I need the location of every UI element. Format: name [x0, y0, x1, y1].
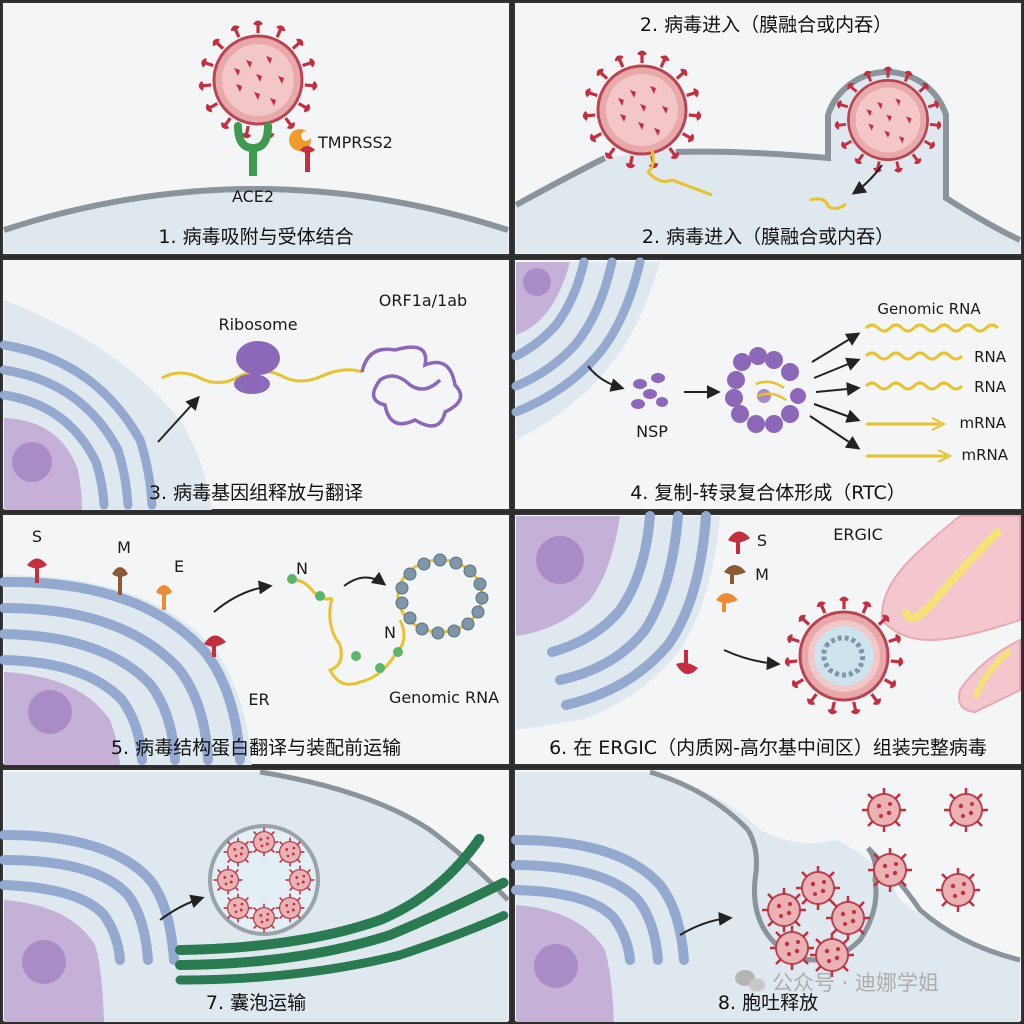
nucleus-icon [4, 900, 104, 1022]
released-rna-2 [809, 197, 847, 211]
watermark: 公众号 · 迪娜学姐 [772, 971, 939, 995]
tmprss2-protease-icon [289, 128, 315, 172]
released-rna-1 [645, 149, 713, 197]
rna-label-1: RNA [974, 348, 1007, 366]
nucleus-icon [4, 672, 120, 765]
nsp-arrow-1 [587, 365, 625, 392]
ace2-receptor-icon [234, 122, 272, 176]
budding-virion-icon [784, 597, 903, 716]
nucleus-icon [516, 905, 614, 1022]
nucleus-icon [4, 418, 82, 510]
m-protein-icon [724, 565, 746, 584]
panel-2-entry: 2. 病毒进入（膜融合或内吞） 2. 病毒进入（膜融合或内吞） [513, 1, 1023, 256]
assembly-arrow [343, 571, 387, 587]
transport-arrow [159, 894, 205, 921]
panel-3-caption: 3. 病毒基因组释放与翻译 [149, 482, 363, 504]
panel-8-exocytosis: 公众号 · 迪娜学姐 8. 胞吐释放 [511, 768, 1023, 1023]
spike-in-membrane-icon [676, 650, 698, 675]
s-protein-icon [728, 531, 750, 554]
er-membranes-icon [0, 576, 245, 765]
nsp-fragments-icon [631, 373, 668, 409]
translation-arrow [157, 395, 200, 443]
s-protein-icon [27, 558, 47, 583]
panel-1-attachment: ACE2 TMPRSS2 1. 病毒吸附与受体结合 [1, 1, 511, 256]
panel-6-ergic-assembly: S M ERGIC 6. 在 ERGIC（内质网-高尔基中间区）组装完整病毒 [513, 511, 1023, 766]
exocytosis-arrow [679, 911, 733, 936]
mrna-label-2: mRNA [961, 446, 1008, 464]
panel-4-caption: 4. 复制-转录复合体形成（RTC） [630, 482, 906, 504]
orf1ab-polyprotein [360, 345, 463, 428]
panel-5-caption: 5. 病毒结构蛋白翻译与装配前运输 [111, 737, 401, 759]
panel-7-vesicle-transport: 7. 囊泡运输 [0, 768, 511, 1023]
orf1ab-label: ORF1a/1ab [379, 291, 467, 310]
nucleus-icon [516, 262, 570, 335]
m-label: M [117, 538, 131, 557]
panel-3-translation: Ribosome ORF1a/1ab 3. 病毒基因组释放与翻译 [0, 258, 511, 511]
n-label-1: N [296, 559, 308, 578]
er-membranes-icon [511, 257, 645, 417]
panel-4-rtc: NSP Genomic RNA RNA RNA mRNA [511, 257, 1023, 511]
e-protein-icon [716, 593, 738, 612]
rtc-complex-icon [725, 347, 806, 433]
panel-1-caption: 1. 病毒吸附与受体结合 [158, 226, 353, 248]
assembly-arrow [723, 649, 781, 671]
mrna-label-1: mRNA [959, 414, 1006, 432]
transport-arrow [213, 580, 273, 613]
tmprss2-label: TMPRSS2 [317, 133, 393, 152]
wechat-icon [735, 970, 765, 992]
ace2-label: ACE2 [232, 187, 274, 206]
translated-s-protein-icon [204, 635, 226, 657]
rna-products [864, 323, 1000, 458]
transport-vesicle-icon [208, 824, 320, 936]
s-label: S [757, 531, 767, 550]
ribosome-label: Ribosome [218, 315, 297, 334]
panel-5-structural-proteins: S M E ER N N Genomic RNA 5. 病毒结构蛋白翻译与装配前… [0, 513, 511, 766]
n-label-2: N [384, 623, 396, 642]
genomic-rna-label: Genomic RNA [877, 300, 981, 318]
m-label: M [755, 565, 769, 584]
entry-arrow [851, 164, 883, 195]
er-membranes-icon [0, 830, 179, 965]
nsp-label: NSP [636, 422, 668, 441]
e-protein-icon [156, 585, 172, 610]
panel-6-caption: 6. 在 ERGIC（内质网-高尔基中间区）组装完整病毒 [549, 737, 987, 759]
rna-label-2: RNA [974, 378, 1007, 396]
ribosome-icon [234, 341, 280, 394]
er-membranes-icon [511, 835, 689, 965]
er-membranes-icon [0, 340, 157, 510]
panel-2-caption: 2. 病毒进入（膜融合或内吞） [642, 226, 894, 248]
panel-2-title: 2. 病毒进入（膜融合或内吞） [640, 14, 892, 36]
genomic-rna-label: Genomic RNA [389, 688, 499, 707]
er-membranes-icon [547, 511, 711, 710]
er-label: ER [248, 690, 269, 709]
s-label: S [32, 527, 42, 546]
panel-7-caption: 7. 囊泡运输 [206, 992, 306, 1014]
e-label: E [174, 557, 184, 576]
nucleus-icon [516, 516, 620, 636]
panel-8-caption: 8. 胞吐释放 [718, 992, 818, 1014]
ergic-label: ERGIC [833, 525, 883, 544]
nucleocapsid-icon [395, 553, 489, 640]
product-arrows [809, 332, 861, 450]
m-protein-icon [112, 567, 128, 595]
golgi-inner [901, 527, 1003, 622]
microtubule-icon [175, 833, 510, 985]
